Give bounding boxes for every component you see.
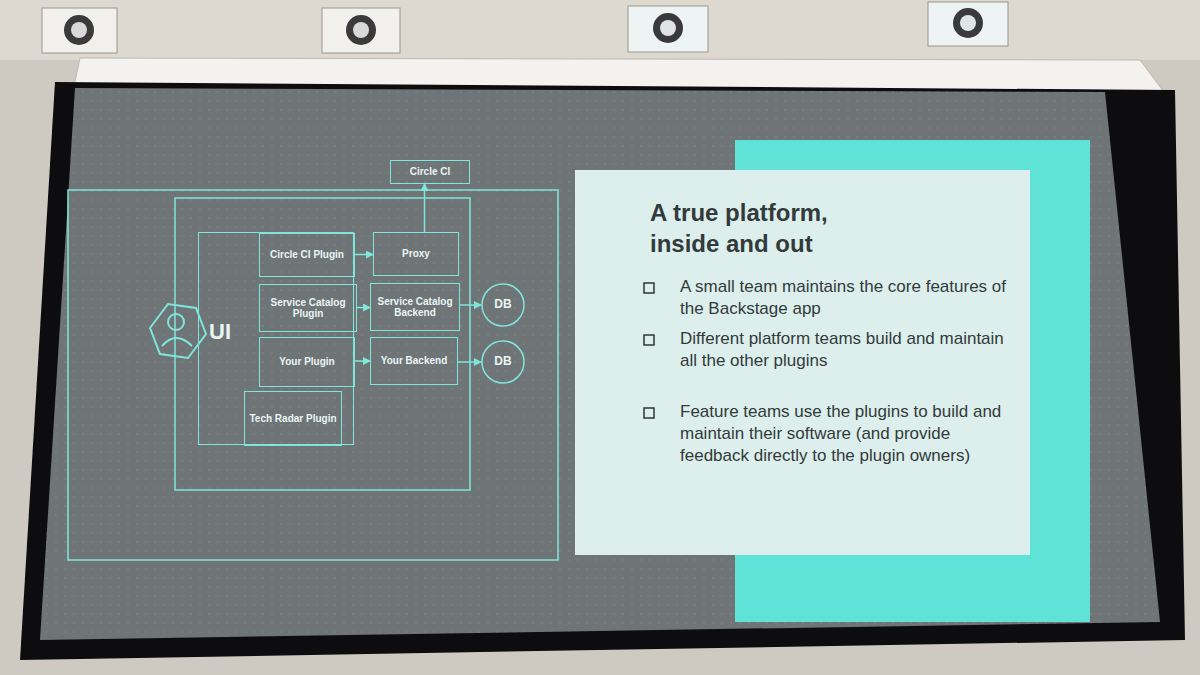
bullet-text: A small team maintains the core features… [680,276,1015,320]
ceiling-light [42,2,1008,53]
ui-box: UI Circle CI PluginService Catalog Plugin… [198,232,354,445]
backend-box: Your Backend [370,337,458,385]
arrow-connector [355,254,373,256]
node-label: DB [494,298,511,312]
slide-title: A true platform, inside and out [650,197,890,259]
node-label: DB [494,355,511,369]
backend-box: Service Catalog Backend [370,283,460,331]
text-card [575,170,1030,555]
external-service-box: Circle CI [390,160,470,184]
database-circle: DB [481,340,525,384]
database-circle: DB [481,283,525,327]
arrow-connector [355,360,370,362]
node-label: Service Catalog Plugin [264,297,352,320]
container-box [68,190,558,560]
node-label: Circle CI [410,166,451,178]
node-label: Circle CI Plugin [270,249,344,261]
plugin-box: Your Plugin [259,337,355,387]
node-label: Proxy [402,248,430,260]
ceiling [0,0,1200,60]
ui-label: UI [209,319,231,345]
arrow-connector [458,361,481,363]
node-label: Service Catalog Backend [375,296,455,319]
arrow-connector [460,304,481,306]
node-label: Tech Radar Plugin [249,413,336,425]
node-label: Your Backend [381,355,448,367]
arrow-connector [357,307,370,309]
arrow-connector [424,184,426,232]
screen-frame [20,82,1185,660]
checkbox-bullet [644,283,654,418]
slide-ground [40,88,1160,640]
node-label: Your Plugin [279,356,334,368]
plugin-box: Circle CI Plugin [259,233,355,277]
bullet-text: Different platform teams build and maint… [680,328,1015,372]
bullet-text: Feature teams use the plugins to build a… [680,401,1015,467]
proxy-box: Proxy [373,232,459,276]
plugin-box: Tech Radar Plugin [244,391,342,446]
slide-dots [40,88,1160,640]
plugin-box: Service Catalog Plugin [259,284,357,332]
